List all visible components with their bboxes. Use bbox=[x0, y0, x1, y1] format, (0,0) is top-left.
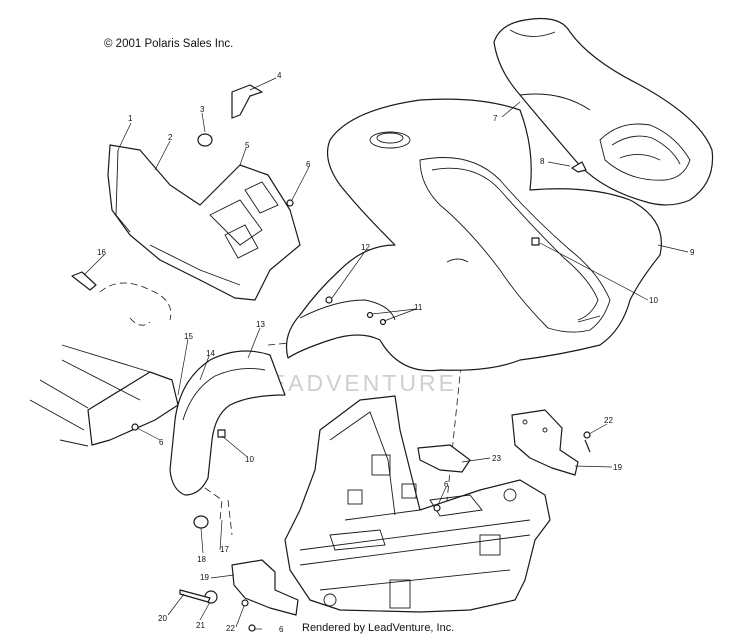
callout-6-b: 6 bbox=[159, 438, 164, 447]
fender-flare-part bbox=[169, 350, 286, 496]
callout-15: 15 bbox=[184, 332, 193, 341]
leader-lines bbox=[83, 77, 689, 630]
seat-part bbox=[493, 17, 714, 206]
front-fender-part bbox=[285, 98, 662, 372]
frame-part bbox=[284, 395, 551, 613]
callout-14: 14 bbox=[206, 349, 215, 358]
watermark-text: LEADVENTURE bbox=[254, 370, 457, 396]
callout-6-a: 6 bbox=[306, 160, 311, 169]
callout-12: 12 bbox=[361, 243, 370, 252]
copyright-text: © 2001 Polaris Sales Inc. bbox=[104, 38, 234, 50]
callout-2: 2 bbox=[168, 133, 173, 142]
mount-plate-part bbox=[417, 444, 471, 473]
heat-shield-right bbox=[511, 409, 579, 476]
callout-7: 7 bbox=[493, 114, 498, 123]
callout-1: 1 bbox=[128, 114, 133, 123]
callout-20: 20 bbox=[158, 614, 167, 623]
footer-credit: Rendered by LeadVenture, Inc. bbox=[302, 622, 455, 634]
heat-shield-left bbox=[231, 559, 299, 616]
callout-10-b: 10 bbox=[245, 455, 254, 464]
side-panel-part bbox=[107, 144, 301, 301]
callout-10-a: 10 bbox=[649, 296, 658, 305]
inner-bracket-part bbox=[29, 344, 179, 447]
callout-17: 17 bbox=[220, 545, 229, 554]
watermark: LEADVENTURE bbox=[226, 370, 457, 396]
callout-5: 5 bbox=[245, 141, 250, 150]
callout-labels: 1 2 3 4 5 6 7 8 9 10 16 12 11 15 13 14 6… bbox=[97, 71, 695, 634]
callout-23: 23 bbox=[492, 454, 501, 463]
callout-22-b: 22 bbox=[226, 624, 235, 633]
callout-6-d: 6 bbox=[279, 625, 284, 634]
callout-19-b: 19 bbox=[200, 573, 209, 582]
callout-21: 21 bbox=[196, 621, 205, 630]
callout-19-a: 19 bbox=[613, 463, 622, 472]
callout-18: 18 bbox=[197, 555, 206, 564]
callout-3: 3 bbox=[200, 105, 205, 114]
hardware-parts bbox=[71, 84, 591, 632]
callout-22-a: 22 bbox=[604, 416, 613, 425]
callout-13: 13 bbox=[256, 320, 265, 329]
callout-11: 11 bbox=[414, 303, 423, 312]
callout-16: 16 bbox=[97, 248, 106, 257]
callout-9: 9 bbox=[690, 248, 695, 257]
callout-6-c: 6 bbox=[444, 480, 449, 489]
callout-4: 4 bbox=[277, 71, 282, 80]
callout-8: 8 bbox=[540, 157, 545, 166]
